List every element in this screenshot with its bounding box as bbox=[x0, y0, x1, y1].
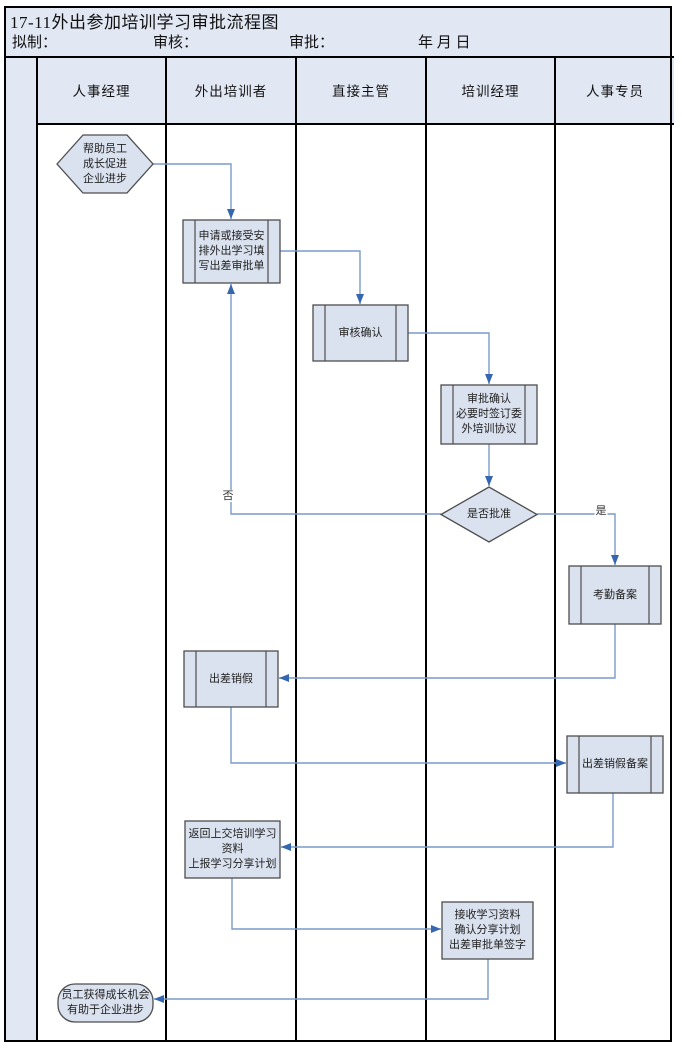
date-label: 年 月 日 bbox=[418, 35, 471, 51]
page-title: 17-11外出参加培训学习审批流程图 bbox=[10, 13, 280, 32]
document-border bbox=[4, 6, 672, 1042]
lane-header-band bbox=[38, 56, 674, 124]
lane-divider-4 bbox=[554, 56, 556, 1042]
field-approver-label: 审批： bbox=[289, 35, 335, 51]
field-drafter-label: 拟制： bbox=[12, 35, 58, 51]
table-top-line bbox=[4, 56, 674, 58]
header-bottom-line bbox=[38, 123, 674, 125]
lane-header-training-manager: 培训经理 bbox=[461, 84, 520, 99]
lane-header-hr-specialist: 人事专员 bbox=[586, 84, 644, 99]
left-strip bbox=[6, 56, 37, 1042]
title-band bbox=[6, 8, 672, 56]
field-reviewer-label: 审核： bbox=[153, 35, 199, 51]
lane-divider-2 bbox=[295, 56, 297, 1042]
lane-header-trainee: 外出培训者 bbox=[194, 84, 268, 99]
lane-header-hr-manager: 人事经理 bbox=[72, 84, 131, 99]
lane-header-supervisor: 直接主管 bbox=[332, 84, 390, 99]
lane-divider-3 bbox=[425, 56, 427, 1042]
lane-divider-1 bbox=[165, 56, 167, 1042]
strip-divider bbox=[36, 56, 38, 1042]
